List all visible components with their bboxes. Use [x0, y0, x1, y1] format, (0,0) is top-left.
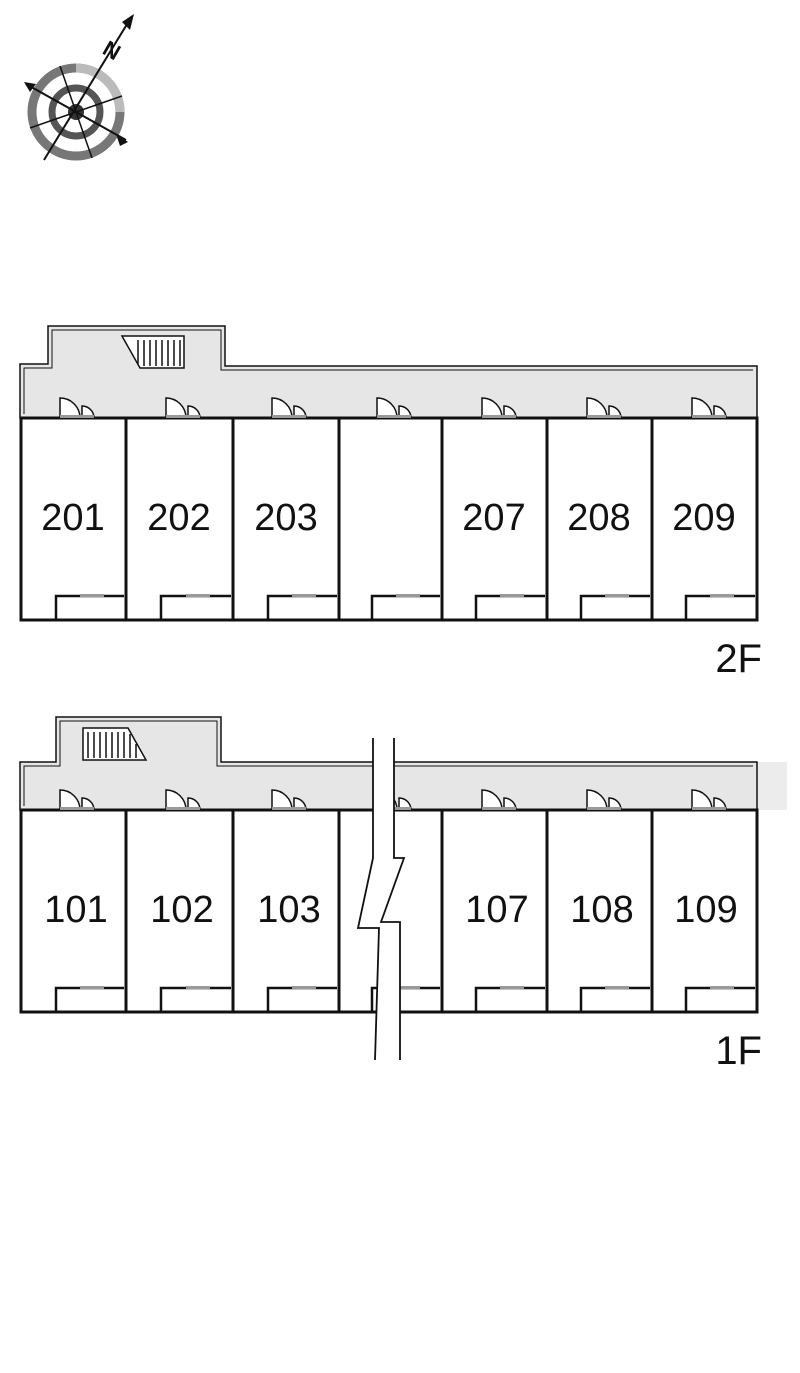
entry-door-icons [59, 789, 727, 811]
balcony-windows [54, 986, 755, 1012]
entry-door-icons [59, 397, 727, 419]
break-symbol-icon [356, 738, 406, 1061]
units-block [19, 416, 759, 622]
unit-number: 203 [254, 497, 317, 539]
floor-label: 1F [715, 1029, 762, 1073]
unit-number: 208 [567, 497, 630, 539]
floor-1f: 101 102 103 107 108 109 1F [19, 716, 787, 1073]
unit-number: 209 [672, 497, 735, 539]
unit-number: 107 [465, 889, 528, 931]
compass-north-label: N [99, 36, 125, 66]
unit-number: 207 [462, 497, 525, 539]
floor-2f: 201 202 203 207 208 209 2F [19, 325, 762, 681]
unit-number: 108 [570, 889, 633, 931]
staircase [82, 727, 148, 761]
unit-number: 201 [41, 497, 104, 539]
unit-number: 101 [44, 889, 107, 931]
corridor [19, 325, 758, 419]
unit-number: 109 [674, 889, 737, 931]
unit-number: 202 [147, 497, 210, 539]
floor-label: 2F [715, 637, 762, 681]
compass-rose-icon: N [24, 14, 134, 161]
unit-number: 102 [150, 889, 213, 931]
unit-number: 103 [257, 889, 320, 931]
staircase [120, 335, 185, 369]
balcony-windows [54, 594, 755, 620]
